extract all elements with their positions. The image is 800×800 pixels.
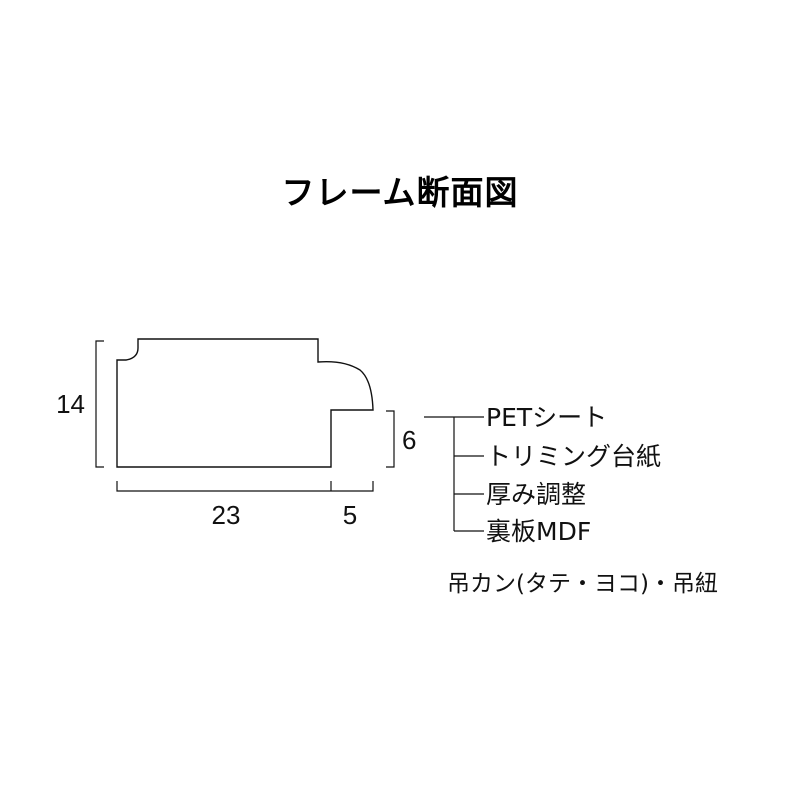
width-dimension-label: 23: [212, 500, 241, 530]
rebate-depth-label: 6: [402, 425, 416, 455]
rebate-width-label: 5: [343, 500, 357, 530]
rebate-depth-bracket: [386, 410, 395, 468]
layer-label-pet-sheet: PETシート: [486, 403, 607, 432]
hanging-hardware-note: 吊カン(タテ・ヨコ)・吊紐: [447, 571, 718, 597]
layer-leader-lines: [424, 416, 484, 532]
width-dimension-bracket: [116, 481, 374, 492]
frame-profile-outline: [116, 338, 374, 468]
diagram-title: フレーム断面図: [281, 173, 519, 212]
layer-label-thickness-spacer: 厚み調整: [486, 480, 586, 509]
height-dimension-label: 14: [56, 389, 85, 419]
layer-label-mdf-backboard: 裏板MDF: [486, 517, 591, 546]
layer-label-trimming-mat: トリミング台紙: [486, 442, 661, 471]
height-dimension-bracket: [95, 340, 104, 468]
